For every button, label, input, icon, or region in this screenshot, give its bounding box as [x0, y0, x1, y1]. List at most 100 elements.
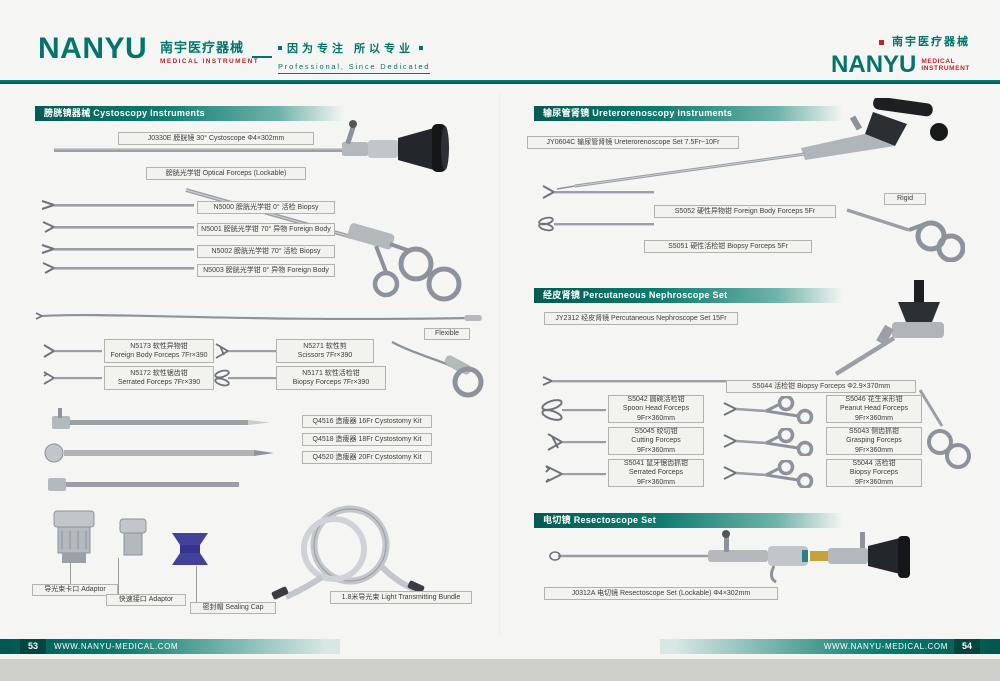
slogan-en: Professional, Since Dedicated	[278, 62, 431, 74]
label-jy0604c: JY0604C 输尿管肾镜 Ureterorenoscope Set 7.5Fr…	[527, 136, 739, 149]
rigid-tip-photo	[542, 185, 654, 199]
resectoscope-photo	[549, 530, 910, 584]
label-n5002: N5002 膀胱光学钳 70° 活检 Biopsy	[197, 245, 335, 258]
label-line: N5173 软性异物钳	[130, 342, 188, 350]
label-line: Spoon Head Forceps	[622, 405, 690, 413]
forceps-handle-photo	[846, 208, 965, 262]
footer-left-bar	[0, 639, 340, 654]
label-line: Q4516 造瘘器 16Fr Cystostomy Kit	[312, 417, 422, 425]
section-header-nephroscope: 经皮肾镜 Percutaneous Nephroscope Set	[534, 288, 846, 303]
label-line: 膀胱光学钳 Optical Forceps (Lockable)	[165, 169, 287, 177]
label-line: 9Fr×360mm	[637, 478, 675, 486]
forceps-tip-photo	[41, 244, 194, 254]
leader-line	[196, 566, 197, 602]
label-n5000: N5000 膀胱光学钳 0° 活检 Biopsy	[197, 201, 335, 214]
label-line: S5043 侧齿抓钳	[848, 427, 900, 435]
label-s5051: S5051 硬性活检钳 Biopsy Forceps 5Fr	[644, 240, 812, 253]
brand-logo-left: NANYU	[38, 32, 147, 66]
cystoscope-photo	[54, 120, 449, 172]
flexible-tip-photo	[43, 344, 102, 358]
slogan-cn: 因为专注 所以专业	[287, 43, 415, 55]
flexible-serrated-tip-photo	[43, 371, 102, 385]
brand-right-cn: 南宇医疗器械	[892, 36, 970, 48]
label-line: N5171 软性活检钳	[302, 369, 360, 377]
forceps-tip-photo	[42, 221, 194, 233]
label-line: 9Fr×360mm	[855, 478, 893, 486]
rigid-tip-photo	[538, 216, 654, 232]
label-line: 导光束卡口 Adaptor	[44, 586, 106, 594]
brand-sub-text: MEDICAL INSTRUMENT	[160, 58, 260, 65]
brand-right-sub1: MEDICAL	[921, 58, 956, 65]
label-line: N5001 膀胱光学钳 70° 异物 Foreign Body	[201, 225, 331, 233]
cutting-jaw-photo	[547, 433, 606, 451]
brand-cn-text: 南宇医疗器械	[160, 40, 245, 55]
label-line: Q4520 造瘘器 20Fr Cystostomy Kit	[312, 453, 422, 461]
label-line: Scissors 7Fr×390	[297, 352, 353, 359]
label-optical-forceps: 膀胱光学钳 Optical Forceps (Lockable)	[146, 167, 306, 180]
leader-line	[118, 558, 119, 594]
label-s5044b: S5044 活检钳 Biopsy Forceps 9Fr×360mm	[826, 459, 922, 487]
label-n5271: N5271 软性剪 Scissors 7Fr×390	[276, 339, 374, 363]
footer-right-bar	[660, 639, 1000, 654]
label-s5044-long: S5044 活检钳 Biopsy Forceps Φ2.9×370mm	[726, 380, 916, 393]
label-adaptor-quick: 快速接口 Adaptor	[106, 594, 186, 606]
label-line: 9Fr×360mm	[637, 446, 675, 454]
spoon-jaw-photo	[541, 399, 606, 421]
label-line: Biopsy Forceps 7Fr×390	[292, 379, 370, 386]
adaptors-photo	[53, 510, 208, 565]
forceps-tip-photo	[41, 200, 194, 210]
header-dash	[252, 56, 272, 58]
cystostomy-kit-photo	[44, 408, 274, 491]
label-line: N5002 膀胱光学钳 70° 活检 Biopsy	[211, 247, 321, 255]
label-line: S5052 硬性异物钳 Foreign Body Forceps 5Fr	[674, 207, 816, 215]
slogan-block: 因为专注 所以专业 Professional, Since Dedicated	[278, 40, 431, 74]
label-line: J0312A 电切镜 Resectoscope Set (Lockable) Φ…	[571, 589, 751, 597]
label-n5001: N5001 膀胱光学钳 70° 异物 Foreign Body	[197, 223, 335, 236]
header-rule	[0, 80, 1000, 84]
flexible-biopsy-tip-photo	[214, 369, 276, 387]
label-j0330e: J0330E 膀胱镜 30° Cystoscope Φ4×302mm	[118, 132, 314, 145]
label-line: S5044 活检钳	[852, 459, 896, 467]
leader-line	[70, 560, 71, 584]
light-bundle-photo	[271, 505, 425, 600]
label-line: S5044 活检钳 Biopsy Forceps Φ2.9×370mm	[751, 382, 891, 390]
label-line: Rigid	[897, 195, 913, 203]
label-sealing-cap: 密封帽 Sealing Cap	[190, 602, 276, 614]
label-line: Grasping Forceps	[846, 437, 902, 445]
serrated-jaw-photo	[545, 465, 606, 483]
label-flexible: Flexible	[424, 328, 470, 340]
brand-right-sub2: INSTRUMENT	[921, 65, 970, 72]
page-number-right: 54	[954, 639, 980, 654]
label-n5173: N5173 软性异物钳 Foreign Body Forceps 7Fr×390	[104, 339, 214, 363]
label-line: Serrated Forceps 7Fr×390	[117, 379, 201, 386]
brand-name: NANYU	[38, 32, 148, 65]
ring-forceps-photo	[723, 396, 814, 424]
label-line: Flexible	[434, 330, 460, 338]
label-line: 密封帽 Sealing Cap	[202, 604, 264, 612]
label-line: S5051 硬性活检钳 Biopsy Forceps 5Fr	[668, 242, 788, 250]
decorative-square-icon	[278, 46, 282, 50]
flexible-forceps-photo	[35, 312, 482, 321]
label-line: Biopsy Forceps	[849, 469, 899, 477]
label-light-bundle: 1.8米导光束 Light Transmitting Bundle	[330, 591, 472, 604]
website-left: WWW.NANYU-MEDICAL.COM	[54, 642, 179, 651]
label-line: JY0604C 输尿管肾镜 Ureterorenoscope Set 7.5Fr…	[546, 138, 720, 146]
decorative-square-icon	[878, 40, 884, 45]
header: NANYU 南宇医疗器械 MEDICAL INSTRUMENT 因为专注 所以专…	[0, 0, 1000, 84]
label-line: N5000 膀胱光学钳 0° 活检 Biopsy	[213, 203, 319, 211]
label-n5171: N5171 软性活检钳 Biopsy Forceps 7Fr×390	[276, 366, 386, 390]
brand-cn-block: 南宇医疗器械 MEDICAL INSTRUMENT	[160, 37, 259, 65]
label-line: S5045 绞切钳	[634, 427, 678, 435]
flexible-scissors-tip-photo	[215, 343, 276, 359]
forceps-tip-photo	[42, 262, 194, 274]
decorative-square-icon	[419, 46, 424, 50]
label-jy2312: JY2312 经皮肾镜 Percutaneous Nephroscope Set…	[544, 312, 738, 325]
label-line: N5271 软性剪	[303, 342, 347, 350]
label-line: N5172 软性锯齿钳	[130, 369, 188, 377]
label-line: 9Fr×360mm	[637, 414, 675, 422]
label-q4520: Q4520 造瘘器 20Fr Cystostomy Kit	[302, 451, 432, 464]
label-line: N5003 膀胱光学钳 0° 异物 Foreign Body	[203, 266, 329, 274]
label-j0312a: J0312A 电切镜 Resectoscope Set (Lockable) Φ…	[544, 587, 778, 600]
label-rigid: Rigid	[884, 193, 926, 205]
